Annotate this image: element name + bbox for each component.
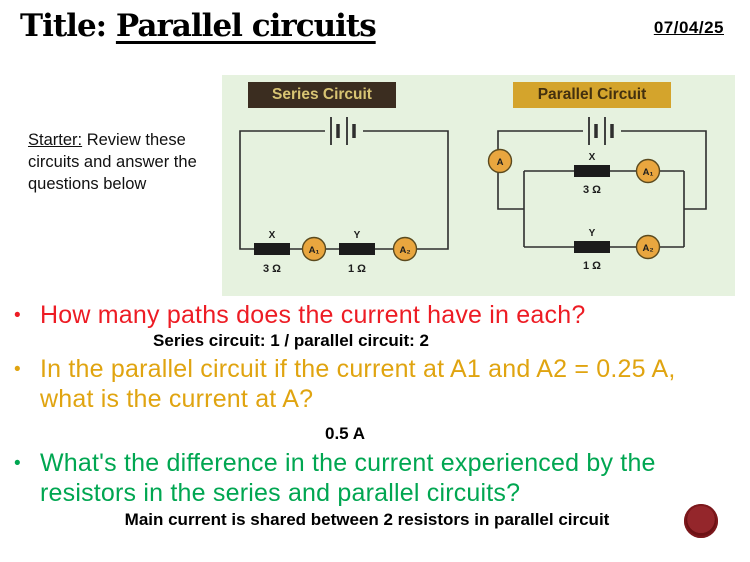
title-prefix: Title:: [20, 8, 107, 44]
resistor-x-icon: [254, 243, 290, 255]
ammeter-main-icon: [487, 148, 513, 174]
question-paths: • How many paths does the current have i…: [14, 300, 726, 330]
question-text: How many paths does the current have in …: [40, 301, 586, 329]
resistor-x-icon: [574, 165, 610, 177]
resistor-y-label: Y: [354, 230, 361, 241]
series-circuit-diagram: X 3 Ω A₁ Y 1 Ω A₂: [239, 117, 449, 275]
ammeter-a2-icon: [392, 236, 418, 262]
ammeter-a2-label: A₂: [642, 243, 653, 254]
ammeter-a2-label: A₂: [399, 245, 410, 256]
resistor-y-icon: [339, 243, 375, 255]
starter-note: Starter: Review these circuits and answe…: [28, 130, 208, 195]
page-title: Title: Parallel circuits: [20, 8, 377, 44]
date: 07/04/25: [653, 18, 724, 37]
question-text: In the parallel circuit if the current a…: [40, 355, 676, 413]
parallel-circuit-label: Parallel Circuit: [513, 82, 671, 108]
series-circuit-label: Series Circuit: [248, 82, 396, 108]
resistor-x-value: 3 Ω: [263, 263, 281, 275]
answer-difference: Main current is shared between 2 resisto…: [124, 510, 610, 529]
bullet-icon: •: [14, 453, 21, 474]
question-text: What's the difference in the current exp…: [40, 449, 656, 507]
resistor-y-value: 1 Ω: [348, 263, 366, 275]
ammeter-a1-label: A₁: [643, 167, 654, 178]
parallel-wires: [497, 130, 707, 248]
starter-text: Review these circuits and answer the que…: [28, 131, 197, 193]
bullet-icon: •: [14, 305, 21, 326]
circuits-panel: Series Circuit Parallel Circuit X 3 Ω A₁…: [222, 75, 735, 296]
ammeter-a1-icon: [301, 236, 327, 262]
parallel-circuit-diagram: A X 3 Ω A₁ Y 1 Ω A₂: [487, 117, 707, 272]
resistor-y-value: 1 Ω: [583, 260, 601, 272]
bullet-icon: •: [14, 359, 21, 380]
ammeter-a1-label: A₁: [309, 245, 320, 256]
title-text: Parallel circuits: [115, 8, 377, 44]
starter-label: Starter:: [28, 131, 83, 149]
resistor-x-label: X: [269, 230, 276, 241]
battery-icon: [330, 117, 356, 145]
question-difference: • What's the difference in the current e…: [14, 448, 726, 508]
ammeter-a1-icon: [635, 158, 661, 184]
battery-icon: [588, 117, 614, 145]
answer-current: 0.5 A: [324, 424, 365, 443]
question-current: • In the parallel circuit if the current…: [14, 354, 726, 414]
resistor-x-value: 3 Ω: [583, 184, 601, 196]
ammeter-a2-icon: [635, 234, 661, 260]
ammeter-main-label: A: [497, 157, 504, 168]
school-logo: [684, 504, 718, 538]
answer-paths: Series circuit: 1 / parallel circuit: 2: [153, 331, 429, 350]
resistor-y-label: Y: [589, 228, 596, 239]
resistor-x-label: X: [589, 152, 596, 163]
resistor-y-icon: [574, 241, 610, 253]
